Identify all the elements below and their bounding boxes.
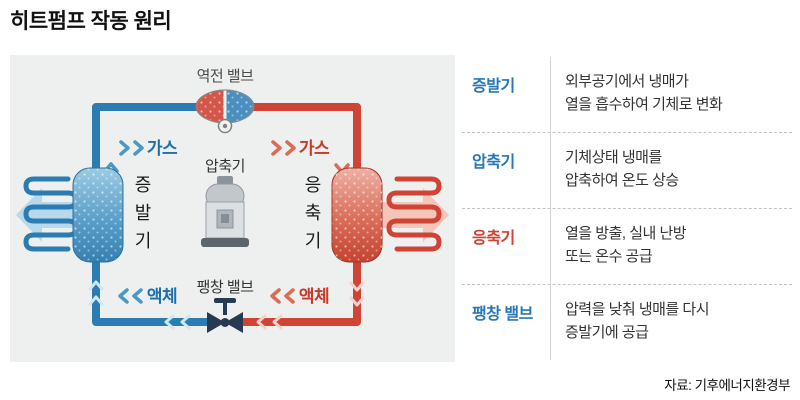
legend-desc: 압력을 낮춰 냉매를 다시 증발기에 공급 <box>550 285 792 360</box>
evaporator-coil-icon <box>23 176 79 252</box>
cold-air-arrow-icon <box>16 188 85 242</box>
legend-table: 증발기 외부공기에서 냉매가 열을 흡수하여 기체로 변화 압축기 기체상태 냉… <box>462 57 792 360</box>
hot-air-arrow-icon <box>380 188 449 242</box>
flow-arrows-on-cold-pipe-icon <box>88 280 191 330</box>
evaporator-label: 증 발 기 <box>135 175 152 251</box>
legend-desc: 기체상태 냉매를 압축하여 온도 상승 <box>550 133 792 208</box>
expansion-valve-icon <box>207 298 243 333</box>
flow-arrows-on-hot-pipe-icon <box>256 281 365 330</box>
legend-term: 팽창 밸브 <box>472 306 533 323</box>
legend-row-expansion-valve: 팽창 밸브 압력을 낮춰 냉매를 다시 증발기에 공급 <box>462 284 792 360</box>
condenser-label: 응 축 기 <box>305 175 322 251</box>
legend-term: 응축기 <box>472 230 515 247</box>
legend-term: 증발기 <box>472 78 515 95</box>
expansion-valve-label: 팽창 밸브 <box>197 279 255 296</box>
reversing-valve-label: 역전 밸브 <box>197 68 255 85</box>
evaporator-icon <box>72 167 124 263</box>
legend-term: 압축기 <box>472 154 515 171</box>
evaporator-label-char: 증 <box>135 175 152 195</box>
compressor-icon <box>201 176 249 247</box>
flow-arrows-hot-icon <box>270 140 350 304</box>
legend-row-compressor: 압축기 기체상태 냉매를 압축하여 온도 상승 <box>462 132 792 208</box>
gas-label-cold: 가스 <box>147 139 178 158</box>
condenser-label-char: 기 <box>305 231 322 251</box>
reversing-valve-icon <box>195 89 255 134</box>
liquid-label-cold: 액체 <box>147 287 177 306</box>
source-credit: 자료: 기후에너지환경부 <box>664 378 790 393</box>
legend-desc: 외부공기에서 냉매가 열을 흡수하여 기체로 변화 <box>550 57 792 132</box>
page-title: 히트펌프 작동 원리 <box>10 10 172 33</box>
legend-row-condenser: 응축기 열을 방출, 실내 난방 또는 온수 공급 <box>462 208 792 284</box>
evaporator-label-char: 기 <box>135 231 152 251</box>
gas-label-hot: 가스 <box>299 139 330 158</box>
condenser-label-char: 축 <box>305 203 322 223</box>
legend-desc: 열을 방출, 실내 난방 또는 온수 공급 <box>550 209 792 284</box>
legend-row-evaporator: 증발기 외부공기에서 냉매가 열을 흡수하여 기체로 변화 <box>462 57 792 132</box>
compressor-label: 압축기 <box>205 158 245 175</box>
condenser-coil-icon <box>386 176 442 252</box>
liquid-label-hot: 액체 <box>299 287 329 306</box>
evaporator-label-char: 발 <box>135 203 152 223</box>
heat-pump-diagram: 증 발 기 응 축 기 압축기 역전 밸브 <box>16 68 449 333</box>
condenser-icon <box>331 167 383 263</box>
diagram-panel: 증 발 기 응 축 기 압축기 역전 밸브 <box>10 55 455 362</box>
condenser-label-char: 응 <box>305 175 322 195</box>
